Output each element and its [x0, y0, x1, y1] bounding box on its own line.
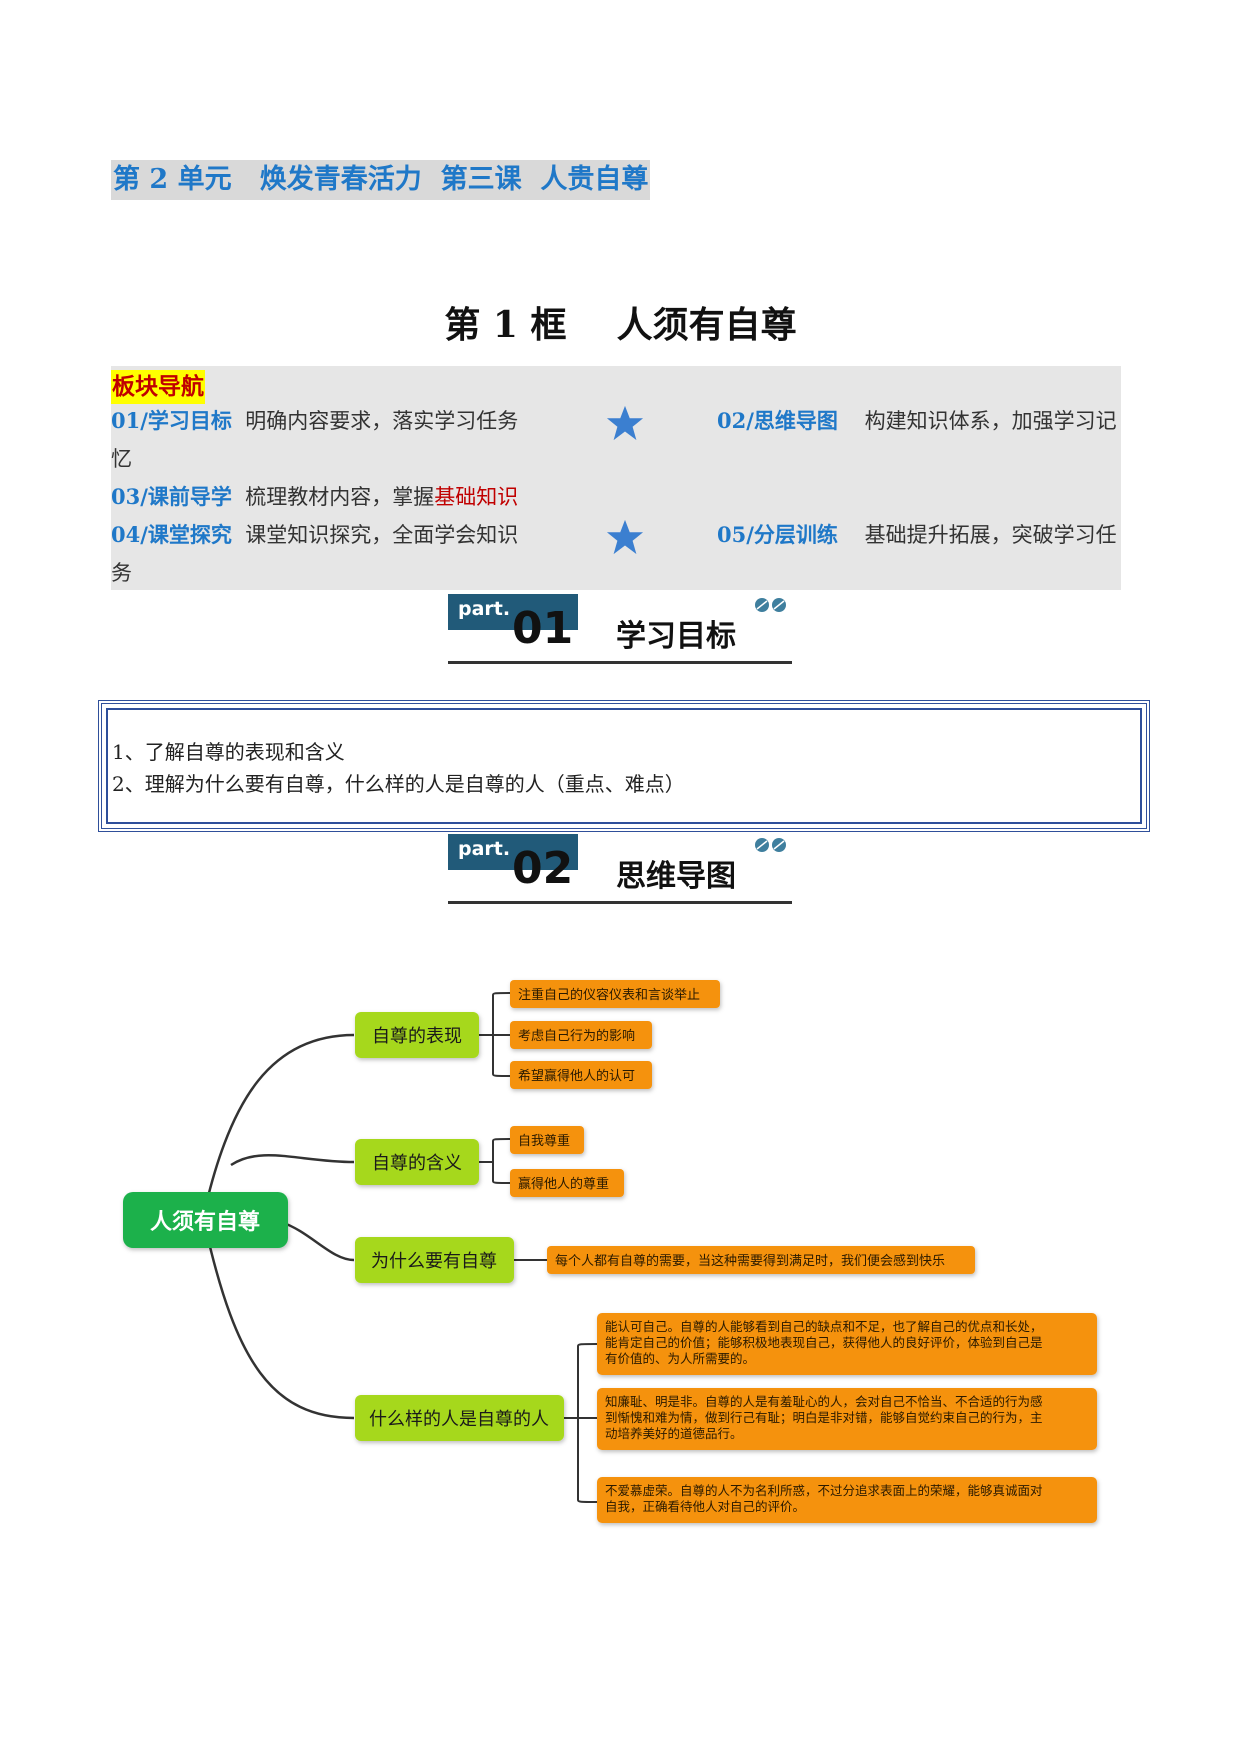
svg-text:人须有自尊: 人须有自尊	[150, 1209, 260, 1235]
part-tag: part.	[458, 838, 511, 860]
part-tab	[448, 594, 578, 630]
decorative-dots-icon	[755, 838, 786, 852]
nav-item-05-desc: 基础提升拓展，突破学习任	[864, 523, 1117, 547]
part-label: 学习目标	[616, 619, 736, 654]
mind-map-leaf: 不爱慕虚荣。自尊的人不为名利所惑，不过分追求表面上的荣耀，能够真诚面对 自我，正…	[597, 1477, 1097, 1523]
svg-text:有价值的、为人所需要的。: 有价值的、为人所需要的。	[605, 1351, 755, 1366]
mind-map-brackets	[479, 992, 598, 1503]
learning-goals-box: 1、了解自尊的表现和含义 2、理解为什么要有自尊，什么样的人是自尊的人（重点、难…	[98, 700, 1150, 832]
goal-item: 2、理解为什么要有自尊，什么样的人是自尊的人（重点、难点）	[112, 772, 685, 796]
svg-text:自我尊重: 自我尊重	[518, 1133, 570, 1149]
nav-item-03[interactable]: 03/课前导学 梳理教材内容，掌握基础知识	[111, 478, 518, 516]
svg-text:什么样的人是自尊的人: 什么样的人是自尊的人	[369, 1409, 549, 1430]
svg-text:希望赢得他人的认可: 希望赢得他人的认可	[518, 1068, 635, 1084]
mind-map-leaf: 希望赢得他人的认可	[510, 1061, 652, 1089]
lesson-title: 第 1 框 人须有自尊	[444, 304, 797, 346]
nav-item-03-highlight: 基础知识	[434, 485, 519, 509]
svg-text:能认可自己。自尊的人能够看到自己的缺点和不足，也了解自己的优: 能认可自己。自尊的人能够看到自己的缺点和不足，也了解自己的优点和长处，	[605, 1319, 1043, 1334]
mind-map-leaf: 考虑自己行为的影响	[510, 1021, 652, 1049]
decorative-dots-icon	[755, 598, 786, 612]
mind-map-leaf: 每个人都有自尊的需要，当这种需要得到满足时，我们便会感到快乐	[547, 1246, 975, 1274]
nav-item-04[interactable]: 04/课堂探究 课堂知识探究，全面学会知识	[111, 516, 518, 554]
section-navigation: 板块导航 01/学习目标 明确内容要求，落实学习任务 02/思维导图 构建知识体…	[111, 366, 1121, 590]
nav-item-02[interactable]: 02/思维导图 构建知识体系，加强学习记	[717, 402, 1117, 440]
part-number: 02	[512, 843, 574, 894]
part-number: 01	[512, 603, 574, 654]
mind-map-leaf: 赢得他人的尊重	[510, 1169, 624, 1197]
svg-text:自尊的表现: 自尊的表现	[372, 1026, 462, 1047]
learning-goals-inner	[106, 708, 1142, 824]
svg-text:赢得他人的尊重: 赢得他人的尊重	[518, 1176, 609, 1192]
nav-item-05-wrap: 务	[111, 561, 132, 585]
nav-item-05-code[interactable]: 05/分层训练	[717, 522, 838, 547]
svg-text:能肯定自己的价值；能够积极地表现自己，获得他人的良好评价，体: 能肯定自己的价值；能够积极地表现自己，获得他人的良好评价，体验到自己是	[605, 1335, 1043, 1350]
mind-map-branch-node: 什么样的人是自尊的人	[355, 1395, 564, 1441]
mind-map-connectors	[204, 1033, 355, 1420]
svg-text:注重自己的仪容仪表和言谈举止: 注重自己的仪容仪表和言谈举止	[518, 987, 700, 1003]
nav-item-02-wrap: 忆	[111, 447, 132, 471]
svg-text:到惭愧和难为情，做到行己有耻；明白是非对错，能够自觉约束自己: 到惭愧和难为情，做到行己有耻；明白是非对错，能够自觉约束自己的行为，主	[605, 1410, 1043, 1425]
mind-map-branch-node: 为什么要有自尊	[355, 1237, 514, 1283]
goal-item: 1、了解自尊的表现和含义	[112, 740, 345, 764]
part-01-banner: part. 01 学习目标	[448, 594, 792, 664]
part-tag: part.	[458, 598, 511, 620]
nav-item-01[interactable]: 01/学习目标 明确内容要求，落实学习任务	[111, 402, 518, 440]
nav-item-03-code[interactable]: 03/课前导学	[111, 484, 232, 509]
svg-text:考虑自己行为的影响: 考虑自己行为的影响	[518, 1028, 635, 1044]
nav-item-05[interactable]: 05/分层训练 基础提升拓展，突破学习任	[717, 516, 1117, 554]
nav-item-04-desc: 课堂知识探究，全面学会知识	[245, 523, 519, 547]
svg-text:自尊的含义: 自尊的含义	[372, 1153, 462, 1174]
unit-title: 第 2 单元 焕发青春活力 第三课 人贵自尊	[111, 160, 651, 200]
svg-text:自我，正确看待他人对自己的评价。: 自我，正确看待他人对自己的评价。	[605, 1499, 805, 1514]
nav-item-02-code[interactable]: 02/思维导图	[717, 408, 838, 433]
nav-item-01-desc: 明确内容要求，落实学习任务	[245, 409, 519, 433]
navigation-heading: 板块导航	[111, 370, 205, 404]
star-icon	[606, 519, 644, 555]
mind-map-branch-node: 自尊的含义	[355, 1139, 479, 1185]
svg-text:动培养美好的道德品行。: 动培养美好的道德品行。	[605, 1426, 743, 1441]
part-tab	[448, 834, 578, 870]
mind-map: 人须有自尊 自尊的表现 自尊的含义 为什么要有自尊 什么样的人是自尊的人 注重自…	[123, 980, 1097, 1523]
nav-item-04-code[interactable]: 04/课堂探究	[111, 522, 232, 547]
nav-item-02-desc: 构建知识体系，加强学习记	[864, 409, 1117, 433]
svg-text:每个人都有自尊的需要，当这种需要得到满足时，我们便会感到快乐: 每个人都有自尊的需要，当这种需要得到满足时，我们便会感到快乐	[555, 1253, 945, 1269]
svg-text:不爱慕虚荣。自尊的人不为名利所惑，不过分追求表面上的荣耀，能: 不爱慕虚荣。自尊的人不为名利所惑，不过分追求表面上的荣耀，能够真诚面对	[605, 1483, 1043, 1498]
nav-item-03-desc: 梳理教材内容，掌握	[245, 485, 435, 509]
nav-item-01-code[interactable]: 01/学习目标	[111, 408, 232, 433]
svg-text:为什么要有自尊: 为什么要有自尊	[371, 1251, 497, 1272]
part-label: 思维导图	[616, 859, 736, 894]
part-02-banner: part. 02 思维导图	[448, 834, 792, 904]
mind-map-leaf: 自我尊重	[510, 1126, 584, 1154]
mind-map-leaf: 注重自己的仪容仪表和言谈举止	[510, 980, 720, 1008]
part-underline	[448, 661, 792, 664]
part-underline	[448, 901, 792, 904]
mind-map-leaf: 能认可自己。自尊的人能够看到自己的缺点和不足，也了解自己的优点和长处， 能肯定自…	[597, 1313, 1097, 1375]
mind-map-root-node: 人须有自尊	[123, 1192, 288, 1248]
mind-map-leaf: 知廉耻、明是非。自尊的人是有羞耻心的人，会对自己不恰当、不合适的行为感 到惭愧和…	[597, 1388, 1097, 1450]
mind-map-branch-node: 自尊的表现	[355, 1012, 479, 1058]
svg-text:知廉耻、明是非。自尊的人是有羞耻心的人，会对自己不恰当、不合: 知廉耻、明是非。自尊的人是有羞耻心的人，会对自己不恰当、不合适的行为感	[605, 1394, 1043, 1409]
star-icon	[606, 405, 644, 441]
